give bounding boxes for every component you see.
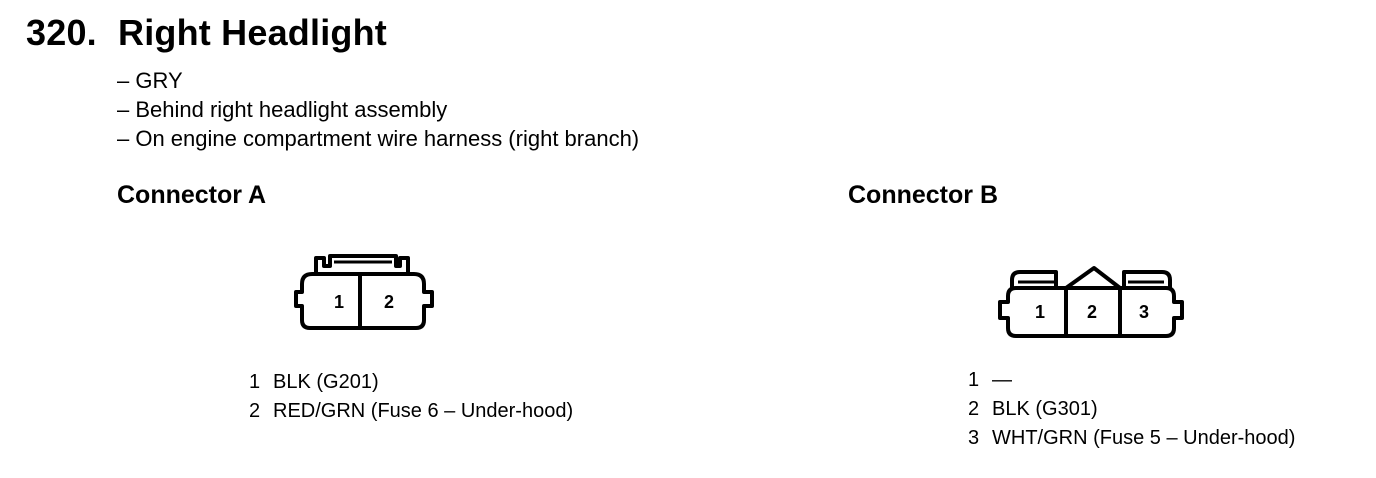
connector-b-diagram: 1 2 3 <box>998 266 1184 338</box>
connector-b-body <box>998 286 1184 338</box>
connector-b-pin-2-label: 2 <box>1087 302 1097 322</box>
connector-a-body <box>294 272 434 330</box>
pin-description: BLK (G301) <box>992 398 1098 420</box>
pin-description: BLK (G201) <box>273 371 379 393</box>
component-name: Right Headlight <box>118 12 387 53</box>
note-harness: – On engine compartment wire harness (ri… <box>117 126 640 151</box>
connector-a-pin-1-label: 1 <box>334 292 344 312</box>
pin-number: 1 <box>968 369 980 391</box>
connector-b-pin-row: 1— <box>968 366 1295 395</box>
component-notes: – GRY – Behind right headlight assembly … <box>117 66 639 153</box>
connector-a-diagram: 1 2 <box>294 254 434 330</box>
connector-b-right-latch <box>1122 270 1172 288</box>
component-number: 320. <box>26 12 97 53</box>
connector-a-pinout: 1 BLK (G201) 2 RED/GRN (Fuse 6 – Under-hoo… <box>249 368 573 426</box>
pin-number: 1 <box>249 371 261 393</box>
pin-number: 3 <box>968 427 980 449</box>
connector-a-pin-row: 2 RED/GRN (Fuse 6 – Under-hood) <box>249 397 573 426</box>
connector-a-pin-2-label: 2 <box>384 292 394 312</box>
connector-b-pin-3-label: 3 <box>1139 302 1149 322</box>
pin-number: 2 <box>968 398 980 420</box>
connector-b-title: Connector B <box>848 181 998 209</box>
note-color: – GRY <box>117 68 183 93</box>
note-location: – Behind right headlight assembly <box>117 97 448 122</box>
connector-a-latch <box>314 254 410 274</box>
connector-a-title: Connector A <box>117 181 267 209</box>
connector-b-pin-row: 2 BLK (G301) <box>968 395 1295 424</box>
pin-description: WHT/GRN (Fuse 5 – Under-hood) <box>992 427 1296 449</box>
connector-b-pin-1-label: 1 <box>1035 302 1045 322</box>
page-title: 320. Right Headlight <box>26 12 387 54</box>
connector-a-pin-row: 1 BLK (G201) <box>249 368 573 397</box>
connector-b-pin-row: 3 WHT/GRN (Fuse 5 – Under-hood) <box>968 424 1295 453</box>
pin-description: — <box>992 369 1012 391</box>
pin-number: 2 <box>249 400 261 422</box>
connector-b-left-latch <box>1010 270 1058 288</box>
connector-b-center-key <box>1064 266 1122 290</box>
pin-description: RED/GRN (Fuse 6 – Under-hood) <box>273 400 574 422</box>
